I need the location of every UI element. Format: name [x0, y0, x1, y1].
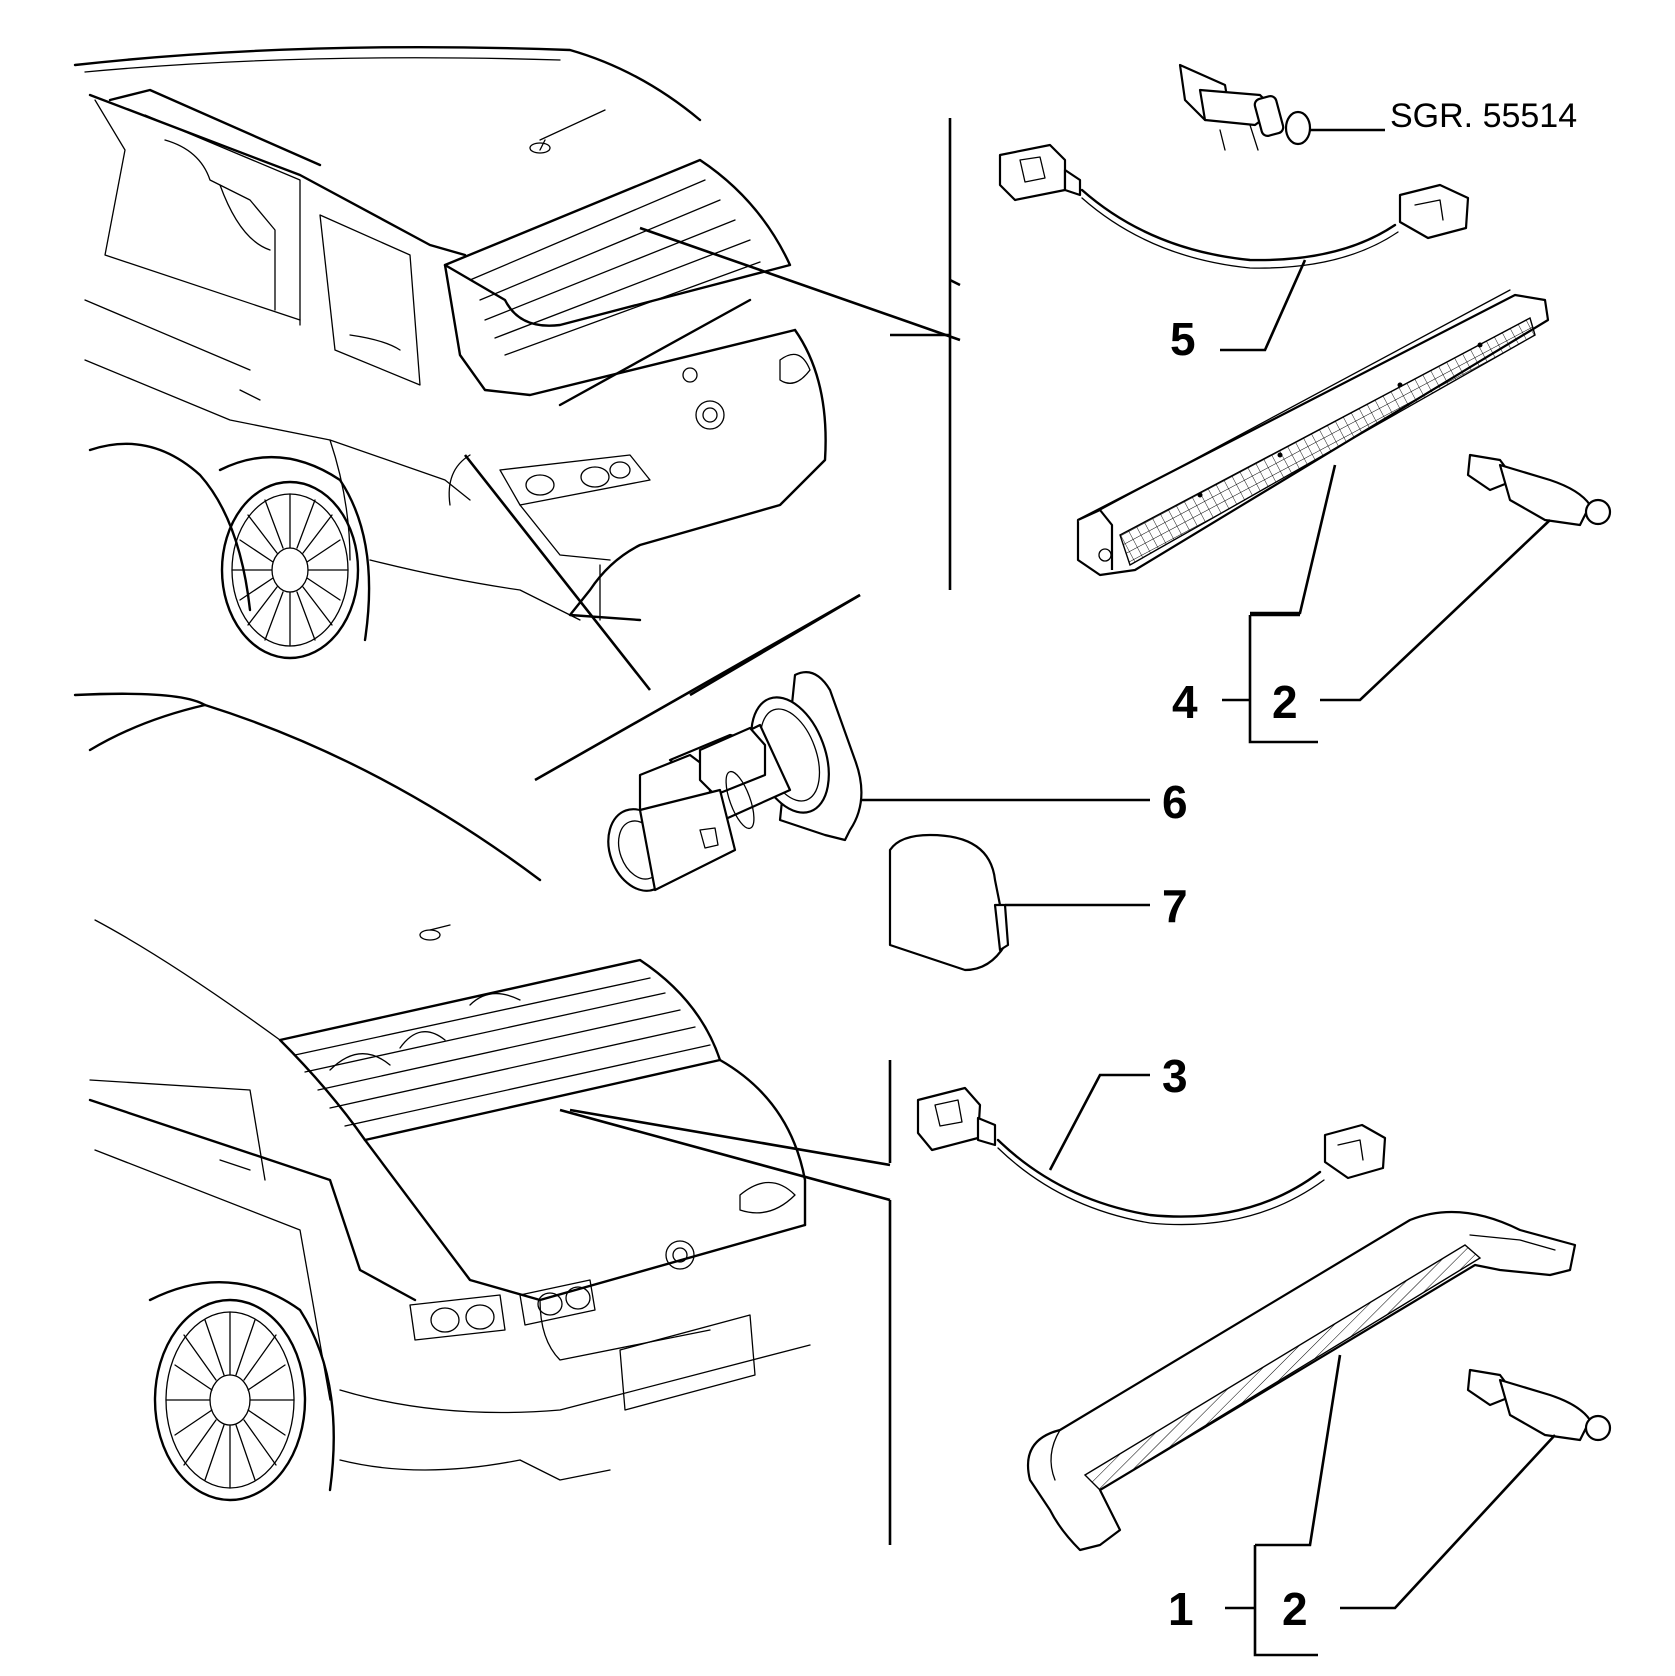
sedan-car-illustration — [73, 692, 891, 1502]
callout-7: 7 — [1162, 880, 1188, 932]
callout-1: 1 — [1168, 1583, 1194, 1635]
callout-4: 4 — [1172, 676, 1198, 728]
callout-2-upper: 2 — [1272, 676, 1298, 728]
reference-code: SGR. 55514 — [1390, 97, 1577, 135]
part-1-brake-light-curved — [1026, 1210, 1577, 1552]
part-7-cover-cap — [888, 833, 1150, 972]
callout-6: 6 — [1162, 776, 1188, 828]
callout-3: 3 — [1162, 1050, 1188, 1102]
sedan-rear-wheel — [148, 1281, 335, 1502]
bulb-socket-part: SGR. 55514 — [1178, 63, 1577, 151]
wagon-car-illustration — [73, 45, 961, 691]
callout-2-lower: 2 — [1282, 1583, 1308, 1635]
bracket-upper — [1222, 613, 1318, 744]
bracket-lower — [1225, 1545, 1318, 1657]
part-4-brake-light-bar — [1076, 289, 1550, 615]
part-2-bulb-lower — [1340, 1368, 1612, 1610]
part-2-bulb-upper — [1320, 453, 1612, 702]
frame-lines — [534, 118, 961, 1545]
part-3-wiring-harness — [916, 1073, 1387, 1226]
callout-5: 5 — [1170, 313, 1196, 365]
part-5-wiring-harness — [998, 143, 1470, 352]
part-6-lamp-holder — [607, 671, 1150, 892]
wagon-rear-wheel — [218, 455, 371, 660]
